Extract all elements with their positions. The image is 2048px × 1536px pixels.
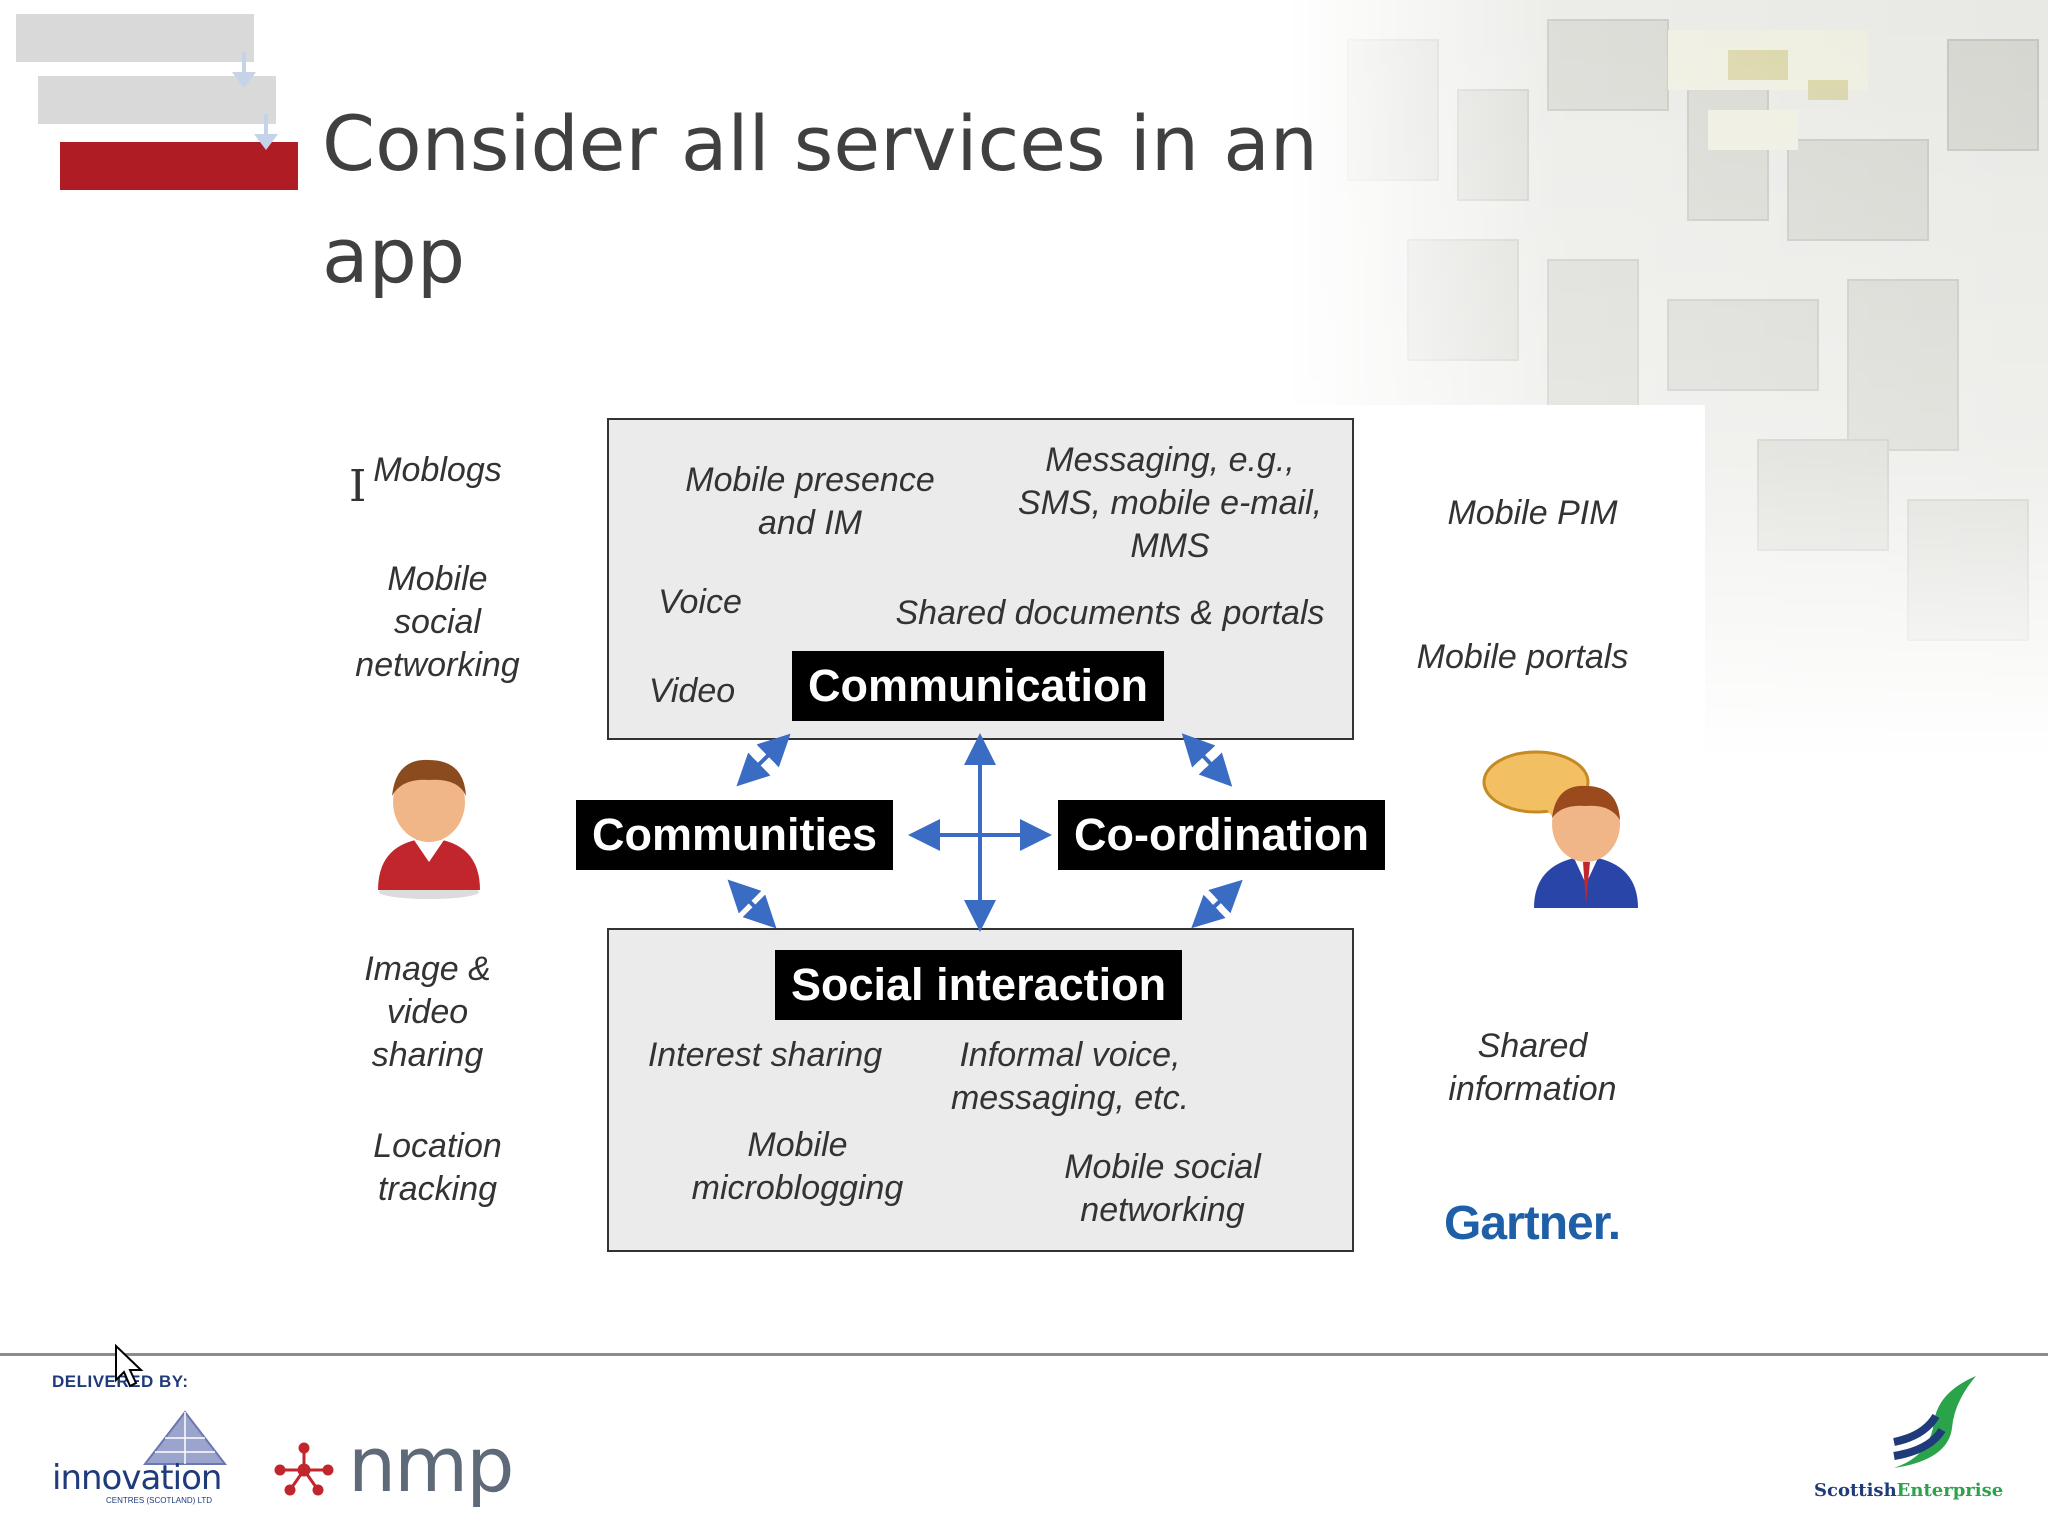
- shared-information-label: Shared information: [1448, 1027, 1617, 1108]
- person-speech-bubble-icon: [1482, 750, 1638, 908]
- communities-tag: Communities: [576, 800, 894, 870]
- gartner-logo: Gartner.: [1444, 1197, 1621, 1250]
- scottish-enterprise-wordmark: ScottishEnterprise: [1814, 1480, 2003, 1501]
- location-tracking-label: Location tracking: [373, 1127, 502, 1208]
- scottish-word: Scottish: [1814, 1480, 1897, 1501]
- shared-documents-label: Shared documents & portals: [895, 594, 1325, 632]
- voice-label: Voice: [658, 583, 742, 621]
- nmp-molecule-icon: [274, 1442, 334, 1496]
- mobile-social-networking-label: Mobile social networking: [1064, 1148, 1261, 1229]
- mobile-pim-label: Mobile PIM: [1447, 494, 1618, 532]
- text-cursor-icon: I: [349, 461, 367, 512]
- slide-title: Consider all services in an app: [322, 99, 1318, 300]
- city-background-image: [1288, 0, 2048, 760]
- title-decoration-bars: [16, 14, 298, 190]
- image-video-sharing-label: Image & video sharing: [364, 950, 491, 1074]
- communication-tag: Communication: [792, 651, 1165, 721]
- mouse-pointer-icon: [115, 1344, 144, 1388]
- innovation-dome-icon: [142, 1410, 228, 1465]
- scottish-enterprise-logo: ScottishEnterprise: [1810, 1372, 2010, 1512]
- person-red-shirt-icon: [378, 759, 480, 899]
- interest-sharing-label: Interest sharing: [647, 1036, 883, 1074]
- video-label: Video: [648, 672, 736, 710]
- delivered-by-label: DELIVERED BY:: [52, 1372, 189, 1391]
- mobile-microblogging-label: Mobile microblogging: [691, 1126, 904, 1207]
- mobile-social-networking-left-label: Mobile social networking: [355, 560, 520, 684]
- messaging-label: Messaging, e.g., SMS, mobile e-mail, MMS: [1017, 441, 1323, 565]
- mobile-portals-label: Mobile portals: [1416, 638, 1629, 676]
- innovation-subtitle: CENTRES (SCOTLAND) LTD: [106, 1496, 213, 1505]
- scottish-enterprise-waves-icon: [1893, 1376, 1976, 1468]
- nmp-wordmark: nmp: [348, 1420, 514, 1509]
- innovation-centres-logo: innovation CENTRES (SCOTLAND) LTD: [50, 1408, 240, 1508]
- social-interaction-tag: Social interaction: [775, 950, 1183, 1020]
- coordination-tag: Co-ordination: [1058, 800, 1385, 870]
- nmp-logo: nmp: [272, 1420, 514, 1510]
- mobile-presence-label: Mobile presence and IM: [685, 461, 935, 542]
- informal-voice-label: Informal voice, messaging, etc.: [950, 1036, 1190, 1117]
- innovation-wordmark: innovation: [52, 1458, 222, 1498]
- enterprise-word: Enterprise: [1896, 1480, 2004, 1501]
- footer-divider: [0, 1353, 2048, 1356]
- moblogs-label: Moblogs: [373, 451, 502, 489]
